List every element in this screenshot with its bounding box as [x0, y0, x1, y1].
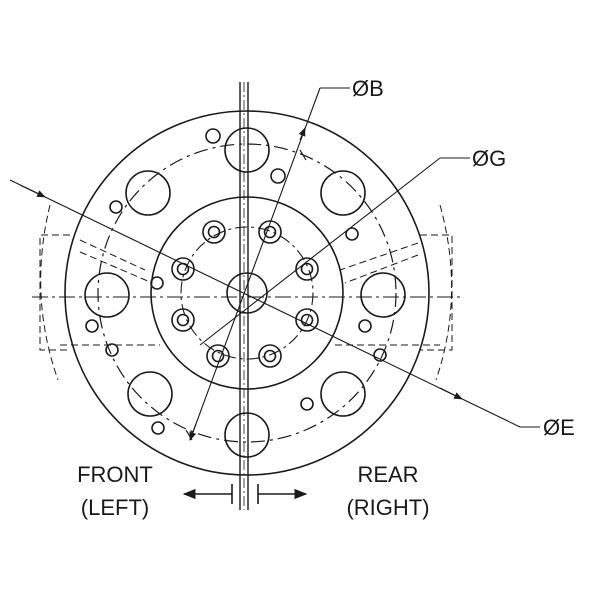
- dim-b-arrow: [298, 127, 306, 141]
- bolt-circle: [97, 143, 397, 443]
- inner-pin-circle: [180, 226, 314, 360]
- small-outer-holes: [85, 128, 387, 435]
- rear-label-line1: REAR: [357, 462, 418, 487]
- front-label-line1: FRONT: [77, 462, 153, 487]
- center-bore: [226, 272, 268, 314]
- dim-e-leader: [9, 179, 521, 428]
- dim-g-label: ØG: [472, 146, 506, 171]
- dim-g-leader: [199, 157, 441, 346]
- dim-b-leader: [189, 87, 321, 441]
- large-bolt-holes: [84, 127, 406, 458]
- dim-e-arrow-right: [439, 387, 463, 400]
- dim-e-label: ØE: [543, 415, 575, 440]
- rear-label-line2: (RIGHT): [346, 495, 429, 520]
- dim-b-label: ØB: [352, 76, 384, 101]
- front-label-line2: (LEFT): [81, 495, 149, 520]
- outer-flange-circle: [64, 110, 430, 476]
- hidden-side-outlines: [39, 204, 453, 381]
- dim-e-arrow-left: [19, 184, 46, 198]
- rim-tick-bottom: [185, 429, 193, 441]
- inner-hub-circle: [150, 196, 344, 390]
- inner-pin-holes: [171, 220, 319, 368]
- rim-tick-top: [299, 149, 307, 161]
